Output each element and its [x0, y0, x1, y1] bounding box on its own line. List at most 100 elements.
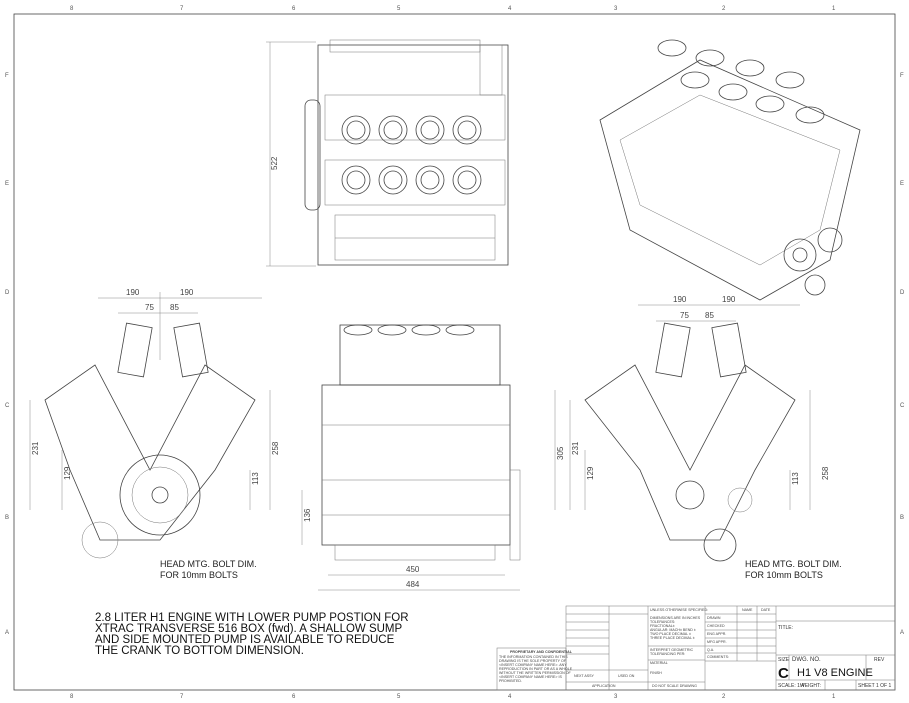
dimension-label: 129 [63, 466, 72, 480]
dimension-label: 450 [406, 565, 420, 574]
zone-label: 2 [722, 6, 726, 12]
dimension-label: 305 [556, 446, 565, 460]
zone-label: D [900, 290, 905, 296]
dimension-label: 258 [271, 441, 280, 455]
role-label: ENG APPR. [707, 632, 726, 636]
application-label: APPLICATION [592, 684, 616, 688]
bolt-note: FOR 10mm BOLTS [745, 570, 823, 580]
interpret-text: INTERPRET GEOMETRIC [650, 648, 693, 652]
dimension-label: 190 [722, 295, 736, 304]
role-label: COMMENTS: [707, 655, 729, 659]
zone-label: 6 [292, 694, 296, 700]
dimension-label: 190 [180, 288, 194, 297]
tolerance-text: FRACTIONAL± [650, 624, 675, 628]
proprietary-title: PROPRIETARY AND CONFIDENTIAL [510, 650, 573, 654]
proprietary-text: WITHOUT THE WRITTEN PERMISSION OF [499, 671, 572, 675]
title-block: PROPRIETARY AND CONFIDENTIAL THE INFORMA… [496, 605, 896, 691]
zone-label: 3 [614, 6, 618, 12]
drawing-notes: 2.8 LITER H1 ENGINE WITH LOWER PUMP POST… [95, 612, 409, 657]
drawing-number: H1 V8 ENGINE [797, 667, 873, 679]
isometric-view [599, 39, 861, 301]
dimension-label: 129 [586, 466, 595, 480]
dimension-label: 85 [705, 311, 714, 320]
zone-label: F [5, 73, 9, 79]
dimension-label: 113 [791, 472, 800, 485]
proprietary-text: DRAWING IS THE SOLE PROPERTY OF [499, 659, 567, 663]
front-view: 450 484 136 [301, 324, 521, 591]
note-line: 2.8 LITER H1 ENGINE WITH LOWER PUMP POST… [95, 612, 409, 624]
rev-label: REV [874, 657, 885, 663]
zone-label: 2 [722, 694, 726, 700]
name-header: NAME [742, 608, 753, 612]
do-not-scale-label: DO NOT SCALE DRAWING [652, 684, 697, 688]
tolerance-text: TOLERANCES: [650, 620, 675, 624]
note-line: XTRAC TRANSVERSE 516 BOX (fwd). A SHALLO… [95, 623, 403, 635]
role-label: DRAWN [707, 616, 721, 620]
dimension-label: 85 [170, 303, 179, 312]
zone-label: A [5, 630, 9, 636]
zone-label: 8 [70, 6, 74, 12]
title-label: TITLE: [778, 625, 793, 631]
finish-label: FINISH [650, 671, 662, 675]
dimension-label: 484 [406, 580, 420, 589]
zone-label: C [900, 403, 905, 409]
zone-label: 4 [508, 6, 512, 12]
tolerance-text: ANGULAR: MACH± BEND ± [650, 628, 696, 632]
proprietary-text: <INSERT COMPANY NAME HERE> IS [499, 675, 562, 679]
right-side-view: 190 190 75 85 305 231 129 113 258 HEAD M… [554, 295, 842, 580]
dimension-label: 231 [31, 441, 40, 455]
bolt-note: HEAD MTG. BOLT DIM. [160, 559, 257, 569]
zone-label: C [5, 403, 10, 409]
zone-label: B [5, 515, 9, 521]
zone-label: 6 [292, 6, 296, 12]
interpret-text: TOLERANCING PER: [650, 652, 685, 656]
zone-label: 8 [70, 694, 74, 700]
zone-label: 7 [180, 6, 184, 12]
zone-label: 4 [508, 694, 512, 700]
dimension-label: 113 [251, 472, 260, 485]
sheet-border [13, 13, 896, 691]
zone-label: A [900, 630, 904, 636]
scale-value: SCALE: 1:4 [778, 683, 804, 689]
tolerance-text: DIMENSIONS ARE IN INCHES [650, 616, 701, 620]
bolt-note: HEAD MTG. BOLT DIM. [745, 559, 842, 569]
zone-label: 5 [397, 6, 401, 12]
top-view: 522 [266, 39, 509, 267]
dwg-no-label: DWG. NO. [792, 657, 821, 663]
dimension-label: 75 [145, 303, 154, 312]
used-on-label: USED ON [618, 674, 635, 678]
zone-label: B [900, 515, 904, 521]
zone-label: 7 [180, 694, 184, 700]
zone-columns-bottom: 8 7 6 5 4 3 2 1 [70, 694, 836, 700]
proprietary-text: PROHIBITED. [499, 679, 522, 683]
role-label: CHECKED [707, 624, 725, 628]
zone-label: D [5, 290, 10, 296]
zone-label: 1 [832, 6, 836, 12]
dimension-label: 258 [821, 466, 830, 480]
zone-columns-top: 8 7 6 5 4 3 2 1 [70, 6, 836, 12]
zone-label: 1 [832, 694, 836, 700]
zone-rows: F E D C B A F E D C B A [5, 73, 905, 636]
dimension-label: 136 [303, 508, 312, 522]
proprietary-text: THE INFORMATION CONTAINED IN THIS [499, 655, 568, 659]
bolt-note: FOR 10mm BOLTS [160, 570, 238, 580]
sheet-number: SHEET 1 OF 1 [858, 683, 891, 689]
next-assy-label: NEXT ASSY [574, 674, 595, 678]
role-label: Q.A. [707, 648, 714, 652]
date-header: DATE [761, 608, 771, 612]
left-side-view: 190 190 75 85 231 129 113 258 HEAD MTG. … [29, 288, 280, 580]
dimension-label: 190 [126, 288, 140, 297]
zone-label: 5 [397, 694, 401, 700]
zone-label: E [5, 181, 9, 187]
dimension-label: 75 [680, 311, 689, 320]
zone-label: E [900, 181, 904, 187]
unless-specified-label: UNLESS OTHERWISE SPECIFIED: [650, 608, 708, 612]
zone-label: F [900, 73, 904, 79]
size-label: SIZE [778, 657, 790, 663]
material-label: MATERIAL [650, 661, 668, 665]
dimension-label: 522 [270, 156, 279, 170]
proprietary-text: <INSERT COMPANY NAME HERE>. ANY [499, 663, 567, 667]
tolerance-text: TWO PLACE DECIMAL ± [650, 632, 691, 636]
weight-label: WEIGHT: [800, 683, 821, 689]
